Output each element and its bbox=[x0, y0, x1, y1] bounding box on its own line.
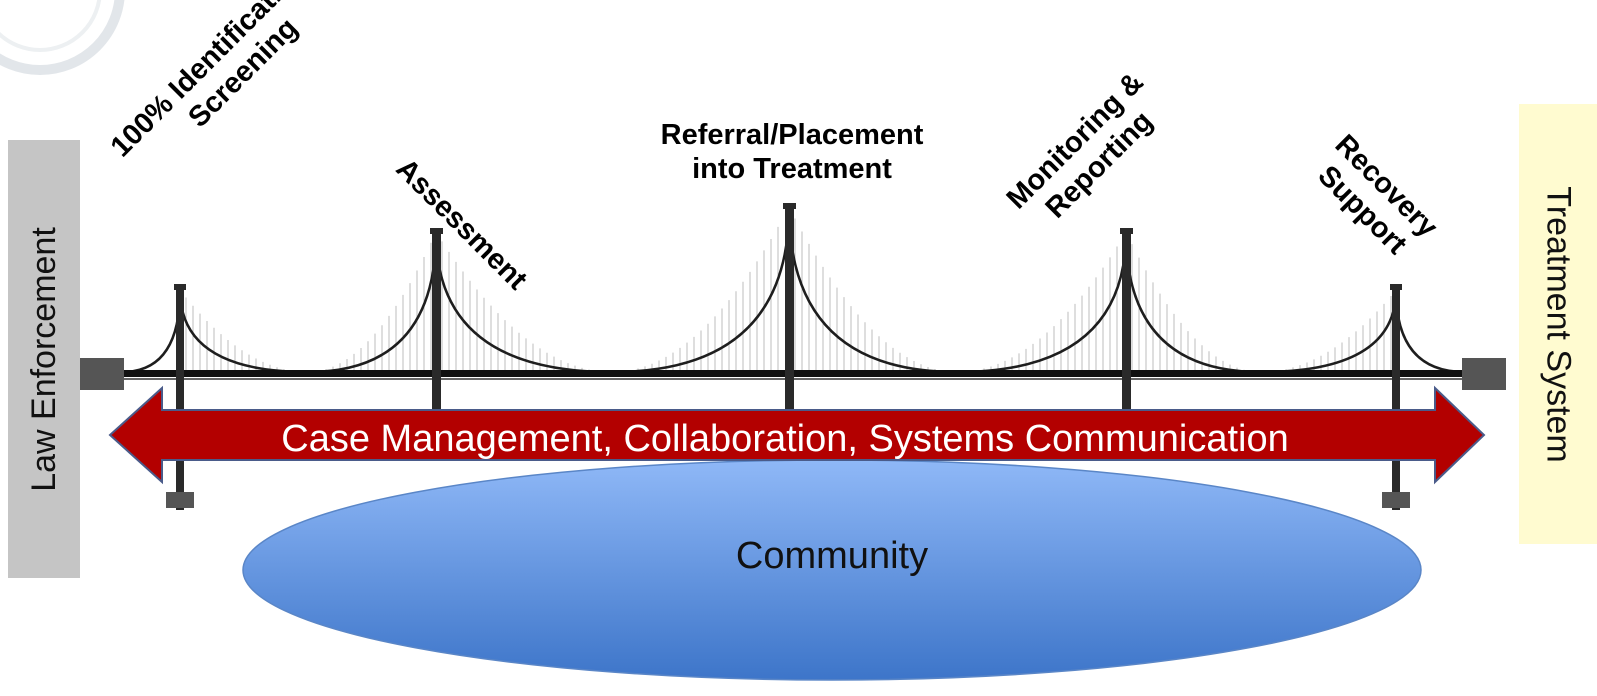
seal-watermark bbox=[0, 0, 125, 75]
community-label: Community bbox=[735, 535, 929, 577]
double-arrow bbox=[108, 385, 1486, 485]
arrow-label: Case Management, Collaboration, Systems … bbox=[281, 418, 1289, 460]
stage-label-line: into Treatment bbox=[692, 153, 892, 186]
stage-label-line: Referral/Placement bbox=[660, 119, 924, 151]
treatment-system-label: Treatment System bbox=[1539, 185, 1578, 463]
stage-label-referral: Referral/Placement into Treatment bbox=[642, 118, 942, 186]
law-enforcement-panel: Law Enforcement bbox=[8, 140, 80, 578]
bridge-towers bbox=[166, 203, 1410, 510]
suspender-cables bbox=[185, 218, 1392, 372]
law-enforcement-label: Law Enforcement bbox=[24, 226, 63, 492]
treatment-system-panel: Treatment System bbox=[1519, 104, 1597, 544]
